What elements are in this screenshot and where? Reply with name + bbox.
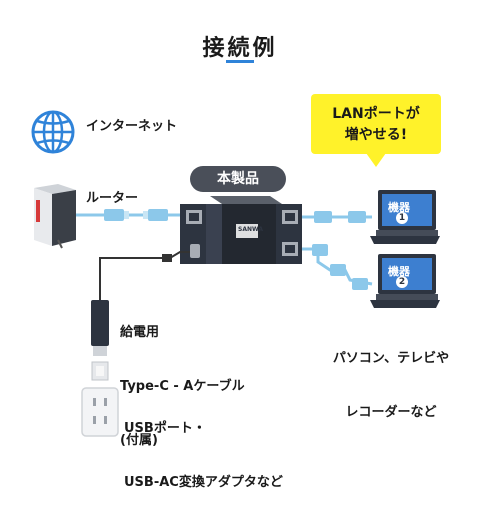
feature-bubble: LANポートが 増やせる! (311, 94, 441, 154)
lan-cable-device1 (302, 211, 372, 223)
page-title: 接続例 (202, 36, 278, 61)
cable-line2: Type-C - Aケーブル (120, 379, 245, 394)
power-description: USBポート・ USB-AC変換アダプタなど (124, 384, 283, 510)
device1-number: 1 (396, 212, 408, 224)
router-label: ルーター (86, 191, 139, 206)
cable-line1: 給電用 (120, 325, 160, 340)
product-logo: SANWA (238, 226, 263, 233)
power-outlet-icon (81, 387, 119, 437)
devices-line1: パソコン、テレビや (332, 351, 450, 366)
lan-cable-device2 (302, 244, 373, 290)
lan-cable-router (76, 209, 180, 221)
laptop-device2-icon (370, 254, 440, 308)
power-line2: USB-AC変換アダプタなど (124, 475, 283, 490)
title-underline (226, 60, 254, 63)
globe-icon (31, 110, 75, 154)
cable-line3: (付属) (120, 433, 158, 448)
power-cable (91, 251, 190, 356)
product-device (180, 196, 302, 264)
power-line1: USBポート・ (124, 421, 206, 436)
bubble-line2: 増やせる! (344, 127, 408, 143)
device2-number: 2 (396, 276, 408, 288)
devices-line2: レコーダーなど (345, 405, 437, 420)
connection-diagram (31, 110, 440, 437)
device2-name: 機器 (388, 265, 410, 278)
laptop-device1-icon (370, 190, 440, 244)
cable-description: 給電用 Type-C - Aケーブル (付属) (120, 288, 245, 468)
bubble-line1: LANポートが (332, 106, 420, 122)
bubble-tail (366, 153, 386, 167)
devices-description: パソコン、テレビや レコーダーなど (326, 314, 456, 440)
router-icon (34, 184, 76, 249)
product-label: 本製品 (190, 166, 286, 192)
usb-port-icon (91, 361, 109, 381)
internet-label: インターネット (86, 119, 178, 134)
device1-name: 機器 (388, 201, 410, 214)
